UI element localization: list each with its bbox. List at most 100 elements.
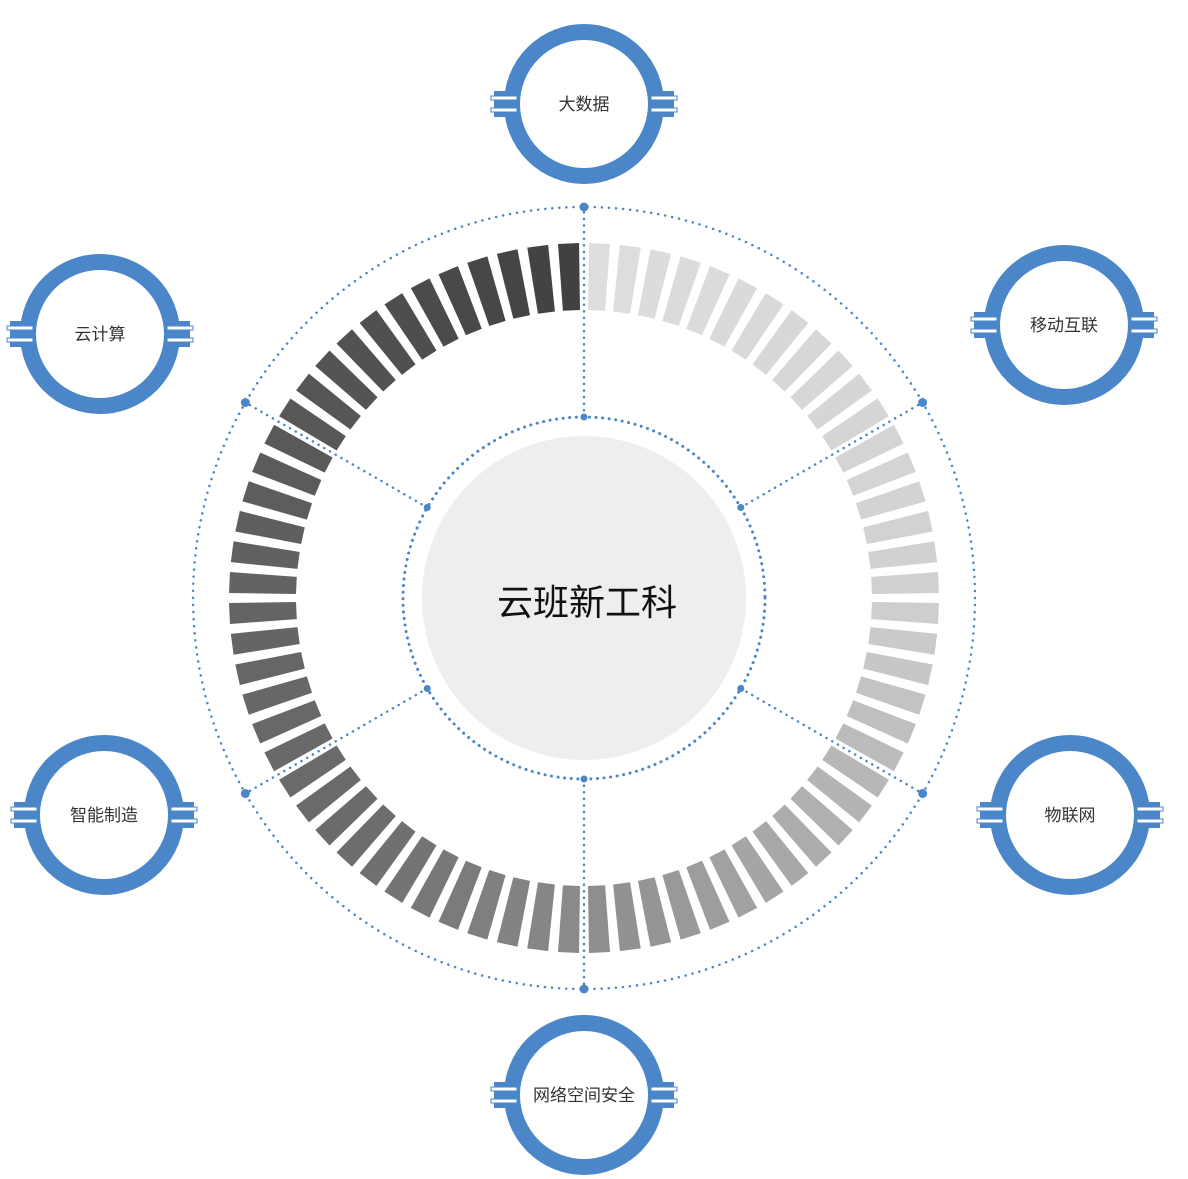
ring-segment <box>807 373 872 430</box>
ring-segment <box>279 398 346 451</box>
ring-segment <box>863 651 933 686</box>
ring-segment <box>264 424 333 473</box>
ring-segment <box>315 786 378 846</box>
connector-bar <box>650 107 678 113</box>
connector-bar <box>976 806 1004 812</box>
ring-segment <box>296 766 361 823</box>
ring-segment <box>871 572 939 594</box>
connector-bar <box>650 1098 678 1104</box>
ring-segment <box>359 310 416 375</box>
spoke-end-dot <box>918 398 928 407</box>
connector-bar <box>166 337 194 343</box>
node-connector <box>174 802 194 828</box>
ring-segment <box>264 723 333 772</box>
ring-segment <box>527 244 555 314</box>
node-connector <box>1140 802 1160 828</box>
ring-segment <box>846 452 916 496</box>
connector-bar <box>490 1086 518 1092</box>
ring-segment <box>410 849 459 918</box>
ring-segment <box>731 293 784 360</box>
connector-bar <box>970 316 998 322</box>
connector-bar <box>1136 806 1164 812</box>
topic-node-cyber-security[interactable]: 网络空间安全 <box>490 1015 678 1175</box>
ring-segment <box>752 821 809 886</box>
node-label: 网络空间安全 <box>533 1086 635 1106</box>
ring-segment <box>235 651 305 686</box>
connector-bar <box>1130 328 1158 334</box>
connector-bar <box>170 818 198 824</box>
ring-segment <box>835 424 904 473</box>
ring-segment <box>790 350 853 410</box>
ring-segment <box>868 627 938 655</box>
topic-node-mobile-internet[interactable]: 移动互联 <box>970 245 1158 405</box>
ring-segment <box>588 885 610 953</box>
topic-node-big-data[interactable]: 大数据 <box>490 24 678 184</box>
ring-segment <box>772 804 832 867</box>
ring-segment <box>588 243 610 311</box>
ring-segment <box>558 243 580 311</box>
ring-segment <box>752 310 809 375</box>
connector-bar <box>1136 818 1164 824</box>
ring-segment <box>242 676 313 715</box>
connector-bar <box>170 806 198 812</box>
node-connector <box>1134 312 1154 338</box>
node-connector <box>494 91 514 117</box>
ring-segment <box>846 700 916 744</box>
spoke-end-dot <box>240 398 250 407</box>
ring-segment <box>527 882 555 952</box>
topic-node-smart-manufacturing[interactable]: 智能制造 <box>10 735 198 895</box>
connector-bar <box>976 818 1004 824</box>
spoke-line <box>244 687 429 795</box>
center-title: 云班新工科 <box>497 583 677 624</box>
ring-segment <box>709 849 758 918</box>
node-connector <box>974 312 994 338</box>
ring-segment <box>613 244 641 314</box>
ring-segment <box>315 350 378 410</box>
ring-segment <box>229 602 297 624</box>
ring-segment <box>871 602 939 624</box>
ring-segment <box>252 452 322 496</box>
node-connector <box>494 1082 514 1108</box>
ring-segment <box>790 786 853 846</box>
ring-segment <box>709 278 758 347</box>
connector-bar <box>490 107 518 113</box>
spokes <box>240 202 928 994</box>
outer-dotted-orbit <box>191 205 977 991</box>
inner-dotted-orbit <box>401 415 767 781</box>
ring-segment <box>384 293 437 360</box>
segmented-ring <box>229 243 939 953</box>
ring-segment <box>855 481 926 520</box>
ring-segment <box>558 885 580 953</box>
ring-segment <box>662 256 701 327</box>
node-label: 智能制造 <box>70 806 138 826</box>
topic-node-cloud-computing[interactable]: 云计算 <box>6 254 194 414</box>
connector-bar <box>970 328 998 334</box>
ring-segment <box>772 329 832 392</box>
spoke-line <box>244 401 429 509</box>
spoke-line <box>739 687 924 795</box>
ring-segment <box>613 882 641 952</box>
topic-node-iot[interactable]: 物联网 <box>976 735 1164 895</box>
node-label: 物联网 <box>1045 806 1096 826</box>
ring-segment <box>467 256 506 327</box>
ring-segment <box>438 266 482 336</box>
ring-segment <box>686 266 730 336</box>
ring-segment <box>336 804 396 867</box>
ring-segment <box>230 627 300 655</box>
ring-segment <box>662 869 701 940</box>
node-connector <box>980 802 1000 828</box>
node-connector <box>14 802 34 828</box>
ring-segment <box>686 860 730 930</box>
ring-segment <box>279 745 346 798</box>
ring-segment <box>835 723 904 772</box>
ring-segment <box>296 373 361 430</box>
ring-segment <box>855 676 926 715</box>
spoke-end-dot <box>579 984 589 994</box>
ring-segment <box>384 836 437 903</box>
ring-segment <box>359 821 416 886</box>
ring-segment <box>242 481 313 520</box>
spoke-end-dot <box>579 202 589 212</box>
ring-segment <box>230 541 300 569</box>
